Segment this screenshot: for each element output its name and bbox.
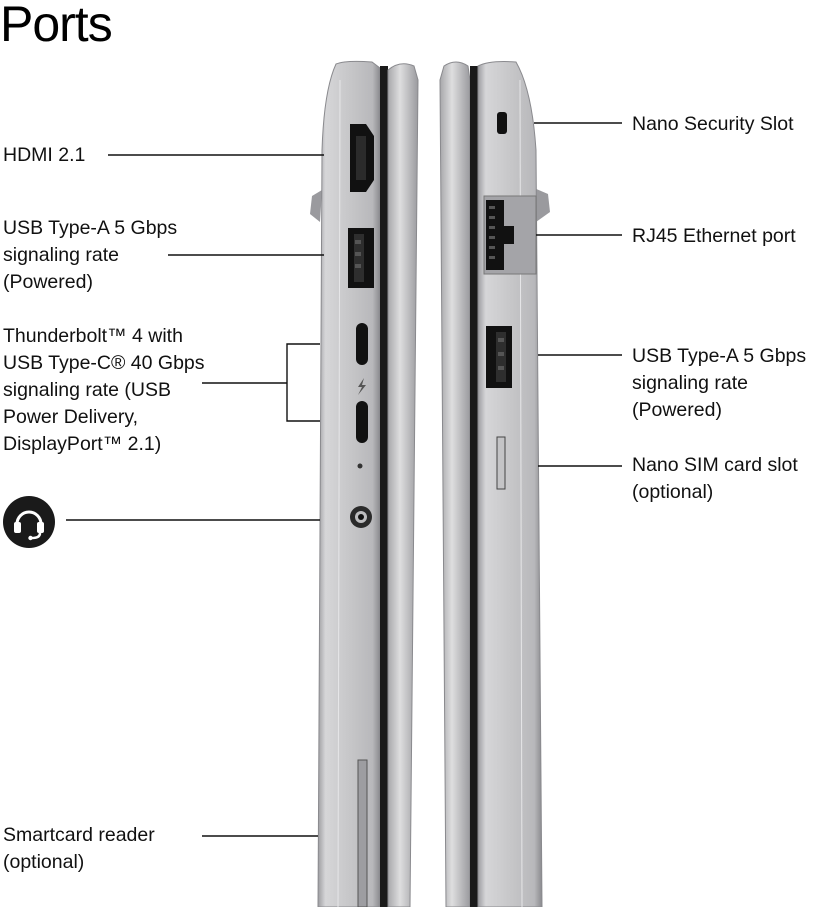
nano-security-slot bbox=[497, 112, 507, 134]
label-usb-a-right: USB Type-A 5 Gbps signaling rate (Powere… bbox=[632, 345, 807, 421]
label-hdmi: HDMI 2.1 bbox=[3, 144, 86, 166]
hdmi-port bbox=[350, 124, 374, 192]
right-laptop-side bbox=[439, 61, 550, 907]
left-laptop-side bbox=[310, 60, 419, 907]
audio-jack bbox=[350, 506, 372, 528]
nano-sim-slot bbox=[496, 436, 506, 490]
label-thunderbolt: Thunderbolt™ 4 with USB Type-C® 40 Gbps … bbox=[3, 325, 205, 455]
label-sim-slot: Nano SIM card slot (optional) bbox=[632, 454, 798, 503]
page-title: Ports bbox=[0, 0, 113, 52]
usb-a-port-right bbox=[486, 326, 512, 388]
label-usb-a-left: USB Type-A 5 Gbps signaling rate (Powere… bbox=[3, 217, 178, 293]
smartcard-slot bbox=[357, 759, 368, 907]
status-led bbox=[357, 463, 363, 469]
headset-icon bbox=[3, 496, 55, 548]
usb-a-port-left bbox=[348, 228, 374, 288]
label-security-slot: Nano Security Slot bbox=[632, 113, 794, 135]
rj45-port bbox=[483, 195, 537, 275]
label-smartcard: Smartcard reader (optional) bbox=[3, 824, 155, 873]
callout-lines bbox=[66, 122, 622, 837]
label-rj45: RJ45 Ethernet port bbox=[632, 225, 796, 247]
usb-c-port-2 bbox=[356, 401, 368, 443]
thunderbolt-icon bbox=[358, 378, 366, 395]
usb-c-port-1 bbox=[356, 323, 368, 365]
